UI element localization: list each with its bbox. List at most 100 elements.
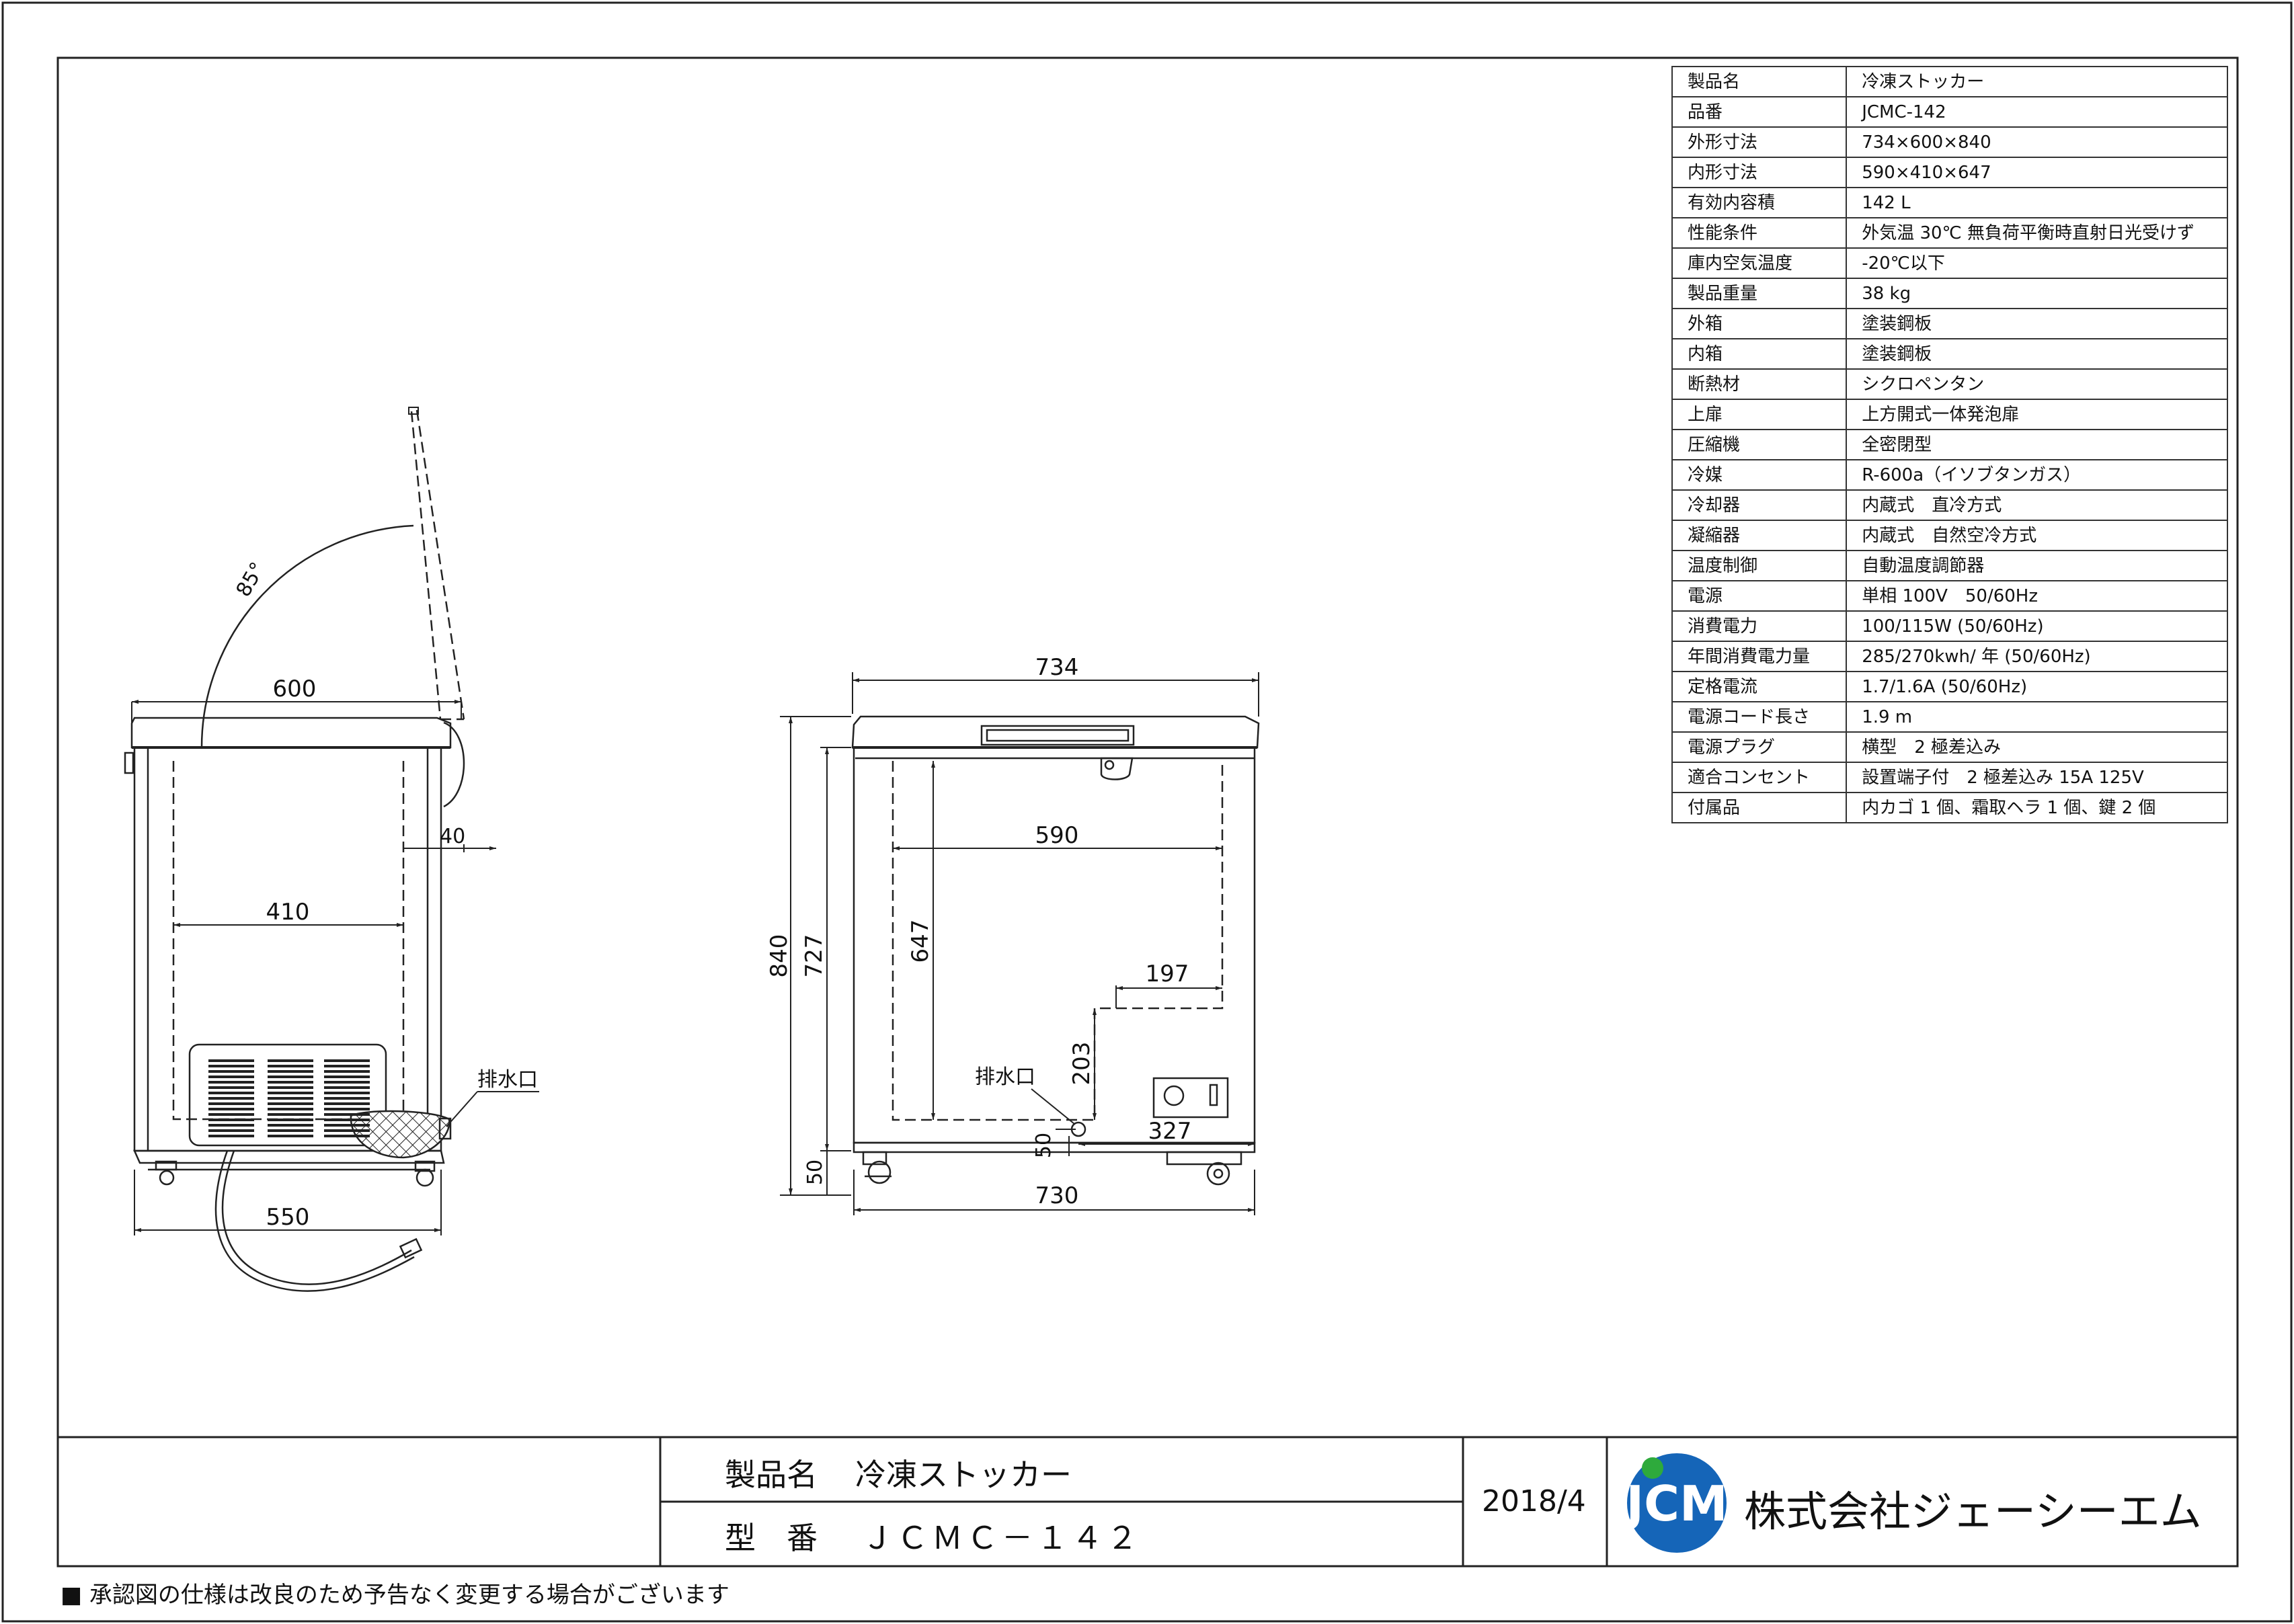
front-base-width-label: 730 (1035, 1182, 1079, 1209)
spec-label: 定格電流 (1671, 671, 1848, 702)
spec-row: 製品名冷凍ストッカー (1671, 66, 2228, 97)
spec-label: 電源 (1671, 580, 1848, 612)
spec-label: 内箱 (1671, 338, 1848, 370)
product-name: 冷凍ストッカー (855, 1457, 1072, 1493)
spec-label: 電源コード長さ (1671, 701, 1848, 733)
front-inner-height-label: 647 (907, 920, 934, 963)
front-step-height-label: 203 (1068, 1042, 1095, 1086)
spec-row: 冷却器内蔵式 直冷方式 (1671, 489, 2228, 521)
spec-value: 内蔵式 自然空冷方式 (1846, 520, 2228, 551)
spec-value: -20℃以下 (1846, 247, 2228, 279)
drawing-frame (56, 56, 2239, 1568)
spec-label: 有効内容積 (1671, 187, 1848, 218)
spec-value: 単相 100V 50/60Hz (1846, 580, 2228, 612)
spec-label: 凝縮器 (1671, 520, 1848, 551)
jcm-logo-icon: JCM (1622, 1453, 1728, 1553)
front-width-label: 734 (1035, 654, 1079, 681)
front-drain-offset-label: 327 (1148, 1118, 1192, 1145)
spec-label: 消費電力 (1671, 610, 1848, 642)
spec-value: 自動温度調節器 (1846, 550, 2228, 581)
spec-row: 凝縮器内蔵式 自然空冷方式 (1671, 520, 2228, 551)
side-drain-label: 排水口 (477, 1068, 538, 1092)
spec-label: 品番 (1671, 96, 1848, 128)
spec-value: 内カゴ 1 個、霜取ヘラ 1 個、鍵 2 個 (1846, 792, 2228, 823)
side-angle-label: 85° (232, 558, 270, 601)
spec-row: 外箱塗装鋼板 (1671, 308, 2228, 339)
spec-label: 上扉 (1671, 399, 1848, 430)
spec-value: 外気温 30℃ 無負荷平衡時直射日光受けず (1846, 217, 2228, 249)
spec-row: 性能条件外気温 30℃ 無負荷平衡時直射日光受けず (1671, 217, 2228, 249)
spec-value: 横型 2 極差込み (1846, 731, 2228, 763)
spec-label: 圧縮機 (1671, 429, 1848, 460)
spec-row: 庫内空気温度-20℃以下 (1671, 247, 2228, 279)
spec-label: 付属品 (1671, 792, 1848, 823)
side-base-depth-label: 550 (266, 1204, 310, 1231)
spec-label: 性能条件 (1671, 217, 1848, 249)
side-depth-label: 600 (273, 676, 317, 702)
spec-label: 内形寸法 (1671, 157, 1848, 188)
side-inner-depth-label: 410 (266, 899, 310, 926)
spec-value: 上方開式一体発泡扉 (1846, 399, 2228, 430)
spec-value: 設置端子付 2 極差込み 15A 125V (1846, 762, 2228, 793)
spec-row: 温度制御自動温度調節器 (1671, 550, 2228, 581)
side-gap-label: 40 (440, 825, 465, 848)
company-name: 株式会社ジェーシーエム (1744, 1487, 2202, 1536)
spec-row: 適合コンセント設置端子付 2 極差込み 15A 125V (1671, 762, 2228, 793)
spec-label: 製品重量 (1671, 278, 1848, 309)
front-drain-label: 排水口 (975, 1065, 1035, 1089)
vent-louvers (208, 1059, 370, 1137)
spec-value: 100/115W (50/60Hz) (1846, 610, 2228, 642)
product-label: 製品名 (725, 1457, 818, 1493)
model-number: ＪＣＭＣ－１４２ (862, 1520, 1142, 1556)
front-step-width-label: 197 (1146, 961, 1189, 987)
spec-value: R-600a（イソブタンガス） (1846, 459, 2228, 491)
front-drain-height-label: 50 (1032, 1133, 1056, 1158)
side-view (124, 407, 465, 1292)
logo-text: JCM (1622, 1475, 1727, 1532)
spec-row: 断熱材シクロペンタン (1671, 368, 2228, 400)
spec-row: 電源プラグ横型 2 極差込み (1671, 731, 2228, 763)
spec-label: 製品名 (1671, 66, 1848, 97)
spec-value: 1.7/1.6A (50/60Hz) (1846, 671, 2228, 702)
spec-row: 電源単相 100V 50/60Hz (1671, 580, 2228, 612)
spec-value: 142 L (1846, 187, 2228, 218)
spec-label: 適合コンセント (1671, 762, 1848, 793)
spec-value: 1.9 m (1846, 701, 2228, 733)
spec-row: 上扉上方開式一体発泡扉 (1671, 399, 2228, 430)
front-height-label: 840 (766, 934, 793, 978)
spec-value: 285/270kwh/ 年 (50/60Hz) (1846, 641, 2228, 672)
model-label: 型 番 (725, 1520, 818, 1556)
spec-value: JCMC-142 (1846, 96, 2228, 128)
spec-label: 外箱 (1671, 308, 1848, 339)
spec-value: 38 kg (1846, 278, 2228, 309)
spec-label: 電源プラグ (1671, 731, 1848, 763)
spec-value: 全密閉型 (1846, 429, 2228, 460)
spec-label: 外形寸法 (1671, 126, 1848, 158)
front-foot-height-label: 50 (803, 1160, 827, 1185)
spec-value: 塗装鋼板 (1846, 338, 2228, 370)
spec-row: 圧縮機全密閉型 (1671, 429, 2228, 460)
spec-value: シクロペンタン (1846, 368, 2228, 400)
spec-row: 付属品内カゴ 1 個、霜取ヘラ 1 個、鍵 2 個 (1671, 792, 2228, 823)
front-body-height-label: 727 (801, 934, 828, 978)
spec-value: 590×410×647 (1846, 157, 2228, 188)
front-inner-width-label: 590 (1035, 822, 1079, 849)
spec-label: 断熱材 (1671, 368, 1848, 400)
spec-row: 内箱塗装鋼板 (1671, 338, 2228, 370)
spec-label: 年間消費電力量 (1671, 641, 1848, 672)
spec-value: 734×600×840 (1846, 126, 2228, 158)
spec-value: 塗装鋼板 (1846, 308, 2228, 339)
spec-label: 温度制御 (1671, 550, 1848, 581)
spec-value: 冷凍ストッカー (1846, 66, 2228, 97)
